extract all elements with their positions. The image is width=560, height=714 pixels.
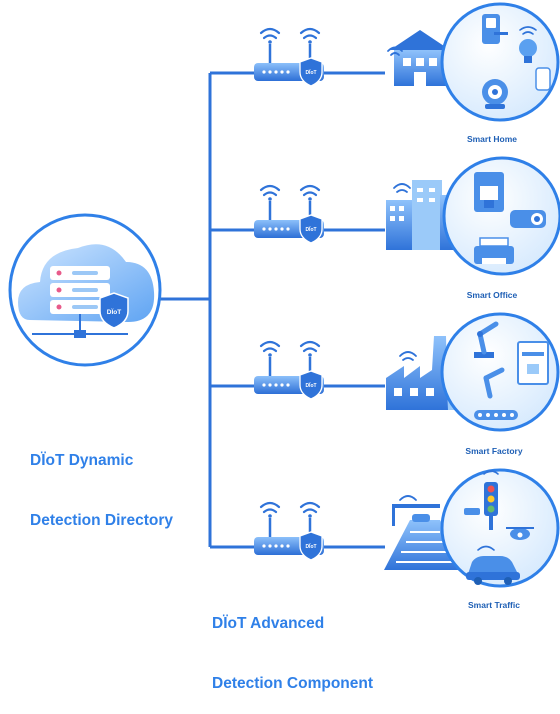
directory-label-line1: DÏoT Dynamic xyxy=(30,452,134,469)
component-label-line1: DÏoT Advanced xyxy=(212,615,325,632)
router-traffic: DÏoT xyxy=(254,501,324,561)
smart-home-circle xyxy=(440,2,560,122)
component-label: DÏoT Advanced Detection Component xyxy=(212,574,373,714)
wifi-icon xyxy=(259,184,321,201)
directory-label: DÏoT Dynamic Detection Directory xyxy=(30,411,173,551)
shield-icon: DÏoT xyxy=(299,531,323,561)
smart-traffic-circle xyxy=(440,468,560,588)
smart-traffic-node: Smart Traffic xyxy=(384,468,560,610)
smart-office-node: Smart Office xyxy=(386,156,560,300)
directory-label-line2: Detection Directory xyxy=(30,512,173,529)
coffee-machine-icon xyxy=(474,172,504,212)
router-shield-text: DÏoT xyxy=(305,543,316,550)
car-icon xyxy=(466,545,520,585)
smart-factory-node: Smart Factory xyxy=(386,312,560,456)
surveillance-camera-icon xyxy=(464,508,480,515)
shield-icon: DÏoT xyxy=(299,370,323,400)
router-shield-text: DÏoT xyxy=(305,226,316,233)
printer-icon xyxy=(474,237,514,264)
smart-lock-icon xyxy=(482,14,508,44)
house-icon xyxy=(387,30,450,86)
smart-office-label: Smart Office xyxy=(467,290,518,300)
smart-office-circle xyxy=(442,156,560,276)
drone-icon xyxy=(506,527,534,540)
traffic-light-icon xyxy=(483,470,499,530)
robot-arm-icon xyxy=(474,321,499,358)
smart-factory-label: Smart Factory xyxy=(465,446,522,456)
wifi-icon xyxy=(259,27,321,44)
smart-plug-icon xyxy=(535,67,551,91)
directory-shield-text: DÏoT xyxy=(107,308,121,316)
shield-icon: DÏoT xyxy=(99,292,129,329)
component-label-line2: Detection Component xyxy=(212,675,374,692)
router-office: DÏoT xyxy=(254,184,324,244)
directory-icon: DÏoT xyxy=(8,213,162,367)
light-bulb-icon xyxy=(519,26,537,63)
shield-icon: DÏoT xyxy=(299,214,323,244)
router-shield-text: DÏoT xyxy=(305,382,316,389)
wifi-icon xyxy=(259,340,321,357)
3d-printer-icon xyxy=(517,341,549,385)
router-home: DÏoT xyxy=(254,27,324,87)
wifi-icon xyxy=(259,501,321,518)
connection-lines xyxy=(160,71,385,549)
server-rack-icon xyxy=(32,266,128,338)
smart-traffic-label: Smart Traffic xyxy=(468,600,520,610)
shield-icon: DÏoT xyxy=(299,57,323,87)
conveyor-robot-icon xyxy=(474,367,518,420)
projector-icon xyxy=(510,210,546,228)
camera-icon xyxy=(482,79,508,109)
router-shield-text: DÏoT xyxy=(305,69,316,76)
router-factory: DÏoT xyxy=(254,340,324,400)
smart-home-node: Smart Home xyxy=(387,2,560,144)
smart-home-label: Smart Home xyxy=(467,134,517,144)
network-diagram: DÏoT DÏoT DÏoT xyxy=(8,2,560,610)
